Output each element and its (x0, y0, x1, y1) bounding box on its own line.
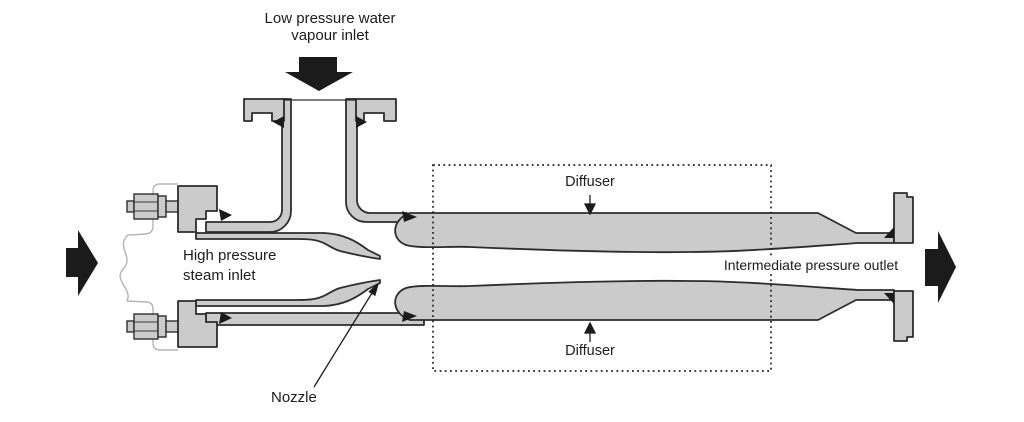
phantom-flange-and-broken-pipe (119, 183, 178, 351)
nozzle-label: Nozzle (271, 389, 317, 406)
vapour-inlet-label: Low pressure water vapour inlet (230, 10, 430, 44)
outlet-flange-bottom (893, 290, 914, 342)
weld-mark (273, 116, 284, 128)
phantom-pipe-outline (119, 183, 178, 351)
diffuser-region-dotted-box (432, 164, 772, 372)
steam-inlet-label: High pressure steam inlet (183, 246, 276, 286)
vapour-pipe-flange-right (355, 98, 397, 122)
nozzle-bottom-wall (195, 279, 381, 307)
outlet-label: Intermediate pressure outlet (710, 257, 912, 273)
bolt-top (126, 193, 181, 220)
flow-arrows (66, 57, 956, 303)
diffuser-bottom-wall (394, 279, 895, 321)
outlet-flange-top (893, 192, 914, 244)
nozzle-arrowhead-icon (368, 282, 380, 297)
weld-mark (219, 209, 232, 221)
vapour-pipe-flange-left (243, 98, 285, 122)
weld-mark (356, 116, 367, 128)
bolt-bottom (126, 313, 181, 340)
weld-mark (219, 312, 232, 324)
weld-mark (402, 211, 417, 222)
vapour-inlet-flow-arrow-icon (285, 57, 353, 91)
weld-mark (884, 293, 894, 304)
steam-inlet-label-line1: High pressure (183, 247, 277, 264)
diffuser-top-arrowhead-icon (583, 203, 597, 216)
ejector-body (177, 98, 914, 348)
outlet-flow-arrow-icon (925, 231, 956, 303)
nozzle-top-wall (195, 232, 381, 260)
leader-lines (313, 195, 597, 388)
nozzle-leader (313, 292, 373, 388)
weld-marks (219, 116, 894, 324)
diffuser-top-wall (394, 212, 895, 254)
vapour-inlet-label-line1: Low pressure water (264, 10, 396, 27)
vapour-inlet-label-line2: vapour inlet (291, 27, 369, 44)
steam-inlet-label-line2: steam inlet (183, 267, 256, 284)
steam-inlet-flange-bottom (177, 300, 218, 348)
diffuser-top-label: Diffuser (565, 174, 615, 190)
weld-mark (884, 227, 894, 238)
flange-bolts (126, 193, 181, 340)
diffuser-bottom-arrowhead-icon (583, 321, 597, 334)
steam-inlet-flange-top (177, 185, 218, 233)
weld-mark (402, 311, 417, 322)
diffuser-bottom-label: Diffuser (565, 343, 615, 359)
steam-inlet-flow-arrow-icon (66, 230, 98, 296)
bottom-base-plate (205, 312, 425, 326)
